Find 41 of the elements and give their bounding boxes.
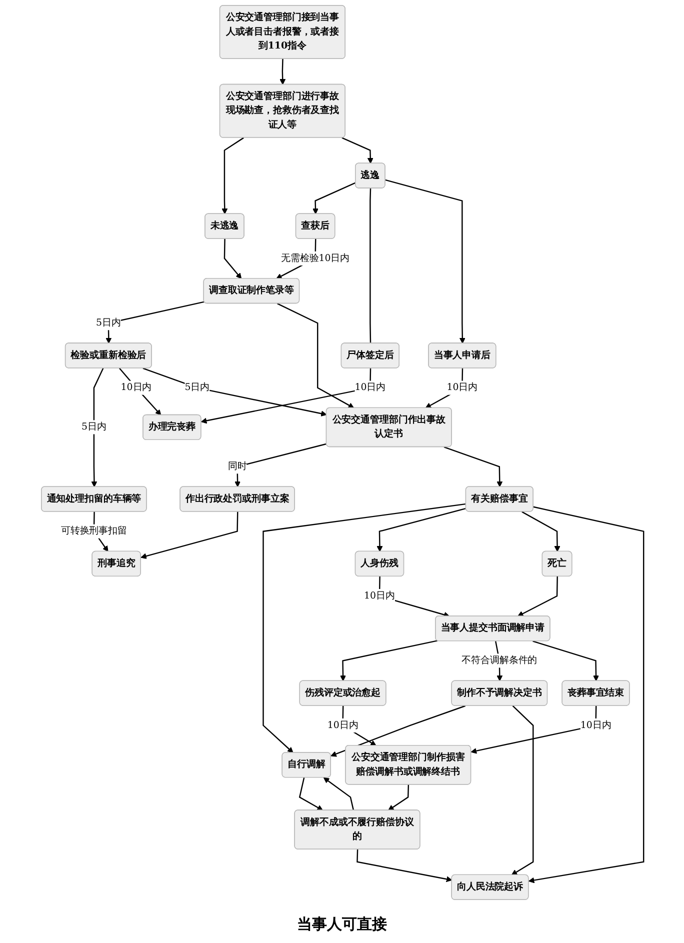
arrow (276, 303, 354, 408)
edge-label: 10日内 (580, 720, 611, 730)
arrow (140, 512, 238, 559)
arrow (376, 508, 466, 552)
arrow (340, 640, 438, 682)
note-text: 当事人可直接 (297, 914, 387, 934)
arrow (223, 238, 242, 279)
edge-label: 可转换刑事扣留 (60, 526, 126, 536)
arrow (262, 503, 466, 753)
edge-label: 5日内 (81, 422, 106, 432)
arrow (221, 137, 244, 214)
arrow (90, 368, 104, 488)
edge-label: 10日内 (364, 590, 394, 602)
edge-label: 5日内 (95, 317, 120, 328)
arrow (322, 777, 354, 810)
edge-label: 10日内 (354, 382, 386, 393)
arrow (142, 368, 326, 416)
arrow (510, 705, 534, 876)
arrow (200, 368, 371, 424)
edge-label: 同时 (227, 460, 246, 472)
arrow (532, 640, 598, 682)
arrow (298, 778, 323, 811)
arrow (388, 784, 409, 811)
arrow (356, 849, 452, 882)
edge-label: 无需检验10日内 (280, 252, 350, 264)
arrow (312, 182, 356, 214)
arrow (384, 179, 465, 344)
arrow (528, 506, 644, 884)
arrow (118, 368, 161, 416)
arrow (234, 443, 326, 488)
arrow (341, 137, 373, 164)
edge-label: 10日内 (326, 720, 358, 730)
arrow (443, 446, 502, 488)
edge-label: 10日内 (120, 382, 152, 393)
edge-label: 10日内 (446, 382, 478, 393)
arrow (517, 576, 558, 617)
arrow (279, 58, 286, 85)
arrow (521, 511, 560, 552)
edge-label: 5日内 (184, 382, 210, 393)
edge-label: 不符合调解条件的 (461, 654, 537, 666)
connector (369, 188, 371, 344)
